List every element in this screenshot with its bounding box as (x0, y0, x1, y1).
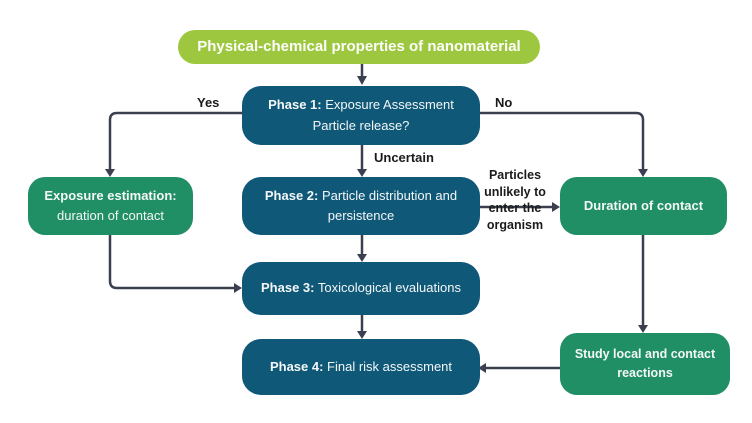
label-particles-unlikely: Particles unlikely to enter the organism (478, 167, 552, 233)
particles-line-1: Particles (488, 168, 542, 182)
duration-of-contact-text: Duration of contact (583, 197, 704, 213)
exposure-estimation-line2: duration of contact (57, 208, 164, 223)
label-no: No (495, 95, 513, 110)
node-phase1: Phase 1: Exposure Assessment Particle re… (242, 86, 480, 145)
study-local-line1: Study local and contact (574, 346, 716, 361)
arrow-left-phase4 (478, 363, 486, 373)
node-title: Physical-chemical properties of nanomate… (178, 30, 540, 64)
phase3-rest: Toxicological evaluations (314, 280, 461, 296)
phase2-rest: Particle distribution and (318, 187, 458, 203)
particles-line-2: unlikely to (484, 184, 546, 199)
node-study-local: Study local and contact reactions (560, 333, 730, 395)
study-local-line2: reactions (617, 366, 673, 380)
phase4-rest: Final risk assessment (323, 358, 453, 374)
node-exposure-estimation: Exposure estimation: duration of contact (28, 177, 193, 235)
edge-yes (108, 111, 242, 170)
exposure-estimation-line1: Exposure estimation: (44, 187, 177, 203)
arrow-down-phase4 (357, 331, 367, 339)
phase2-line2: persistence (327, 208, 395, 223)
arrow-right-duration (552, 202, 560, 212)
phase4-prefix: Phase 4: (269, 358, 324, 374)
phase3-prefix: Phase 3: (261, 280, 315, 296)
label-uncertain: Uncertain (374, 150, 434, 165)
phase2-prefix: Phase 2: (264, 187, 319, 203)
node-phase4: Phase 4: Final risk assessment (242, 339, 480, 395)
node-phase2: Phase 2: Particle distribution and persi… (242, 177, 480, 235)
phase1-line2: Particle release? (312, 117, 410, 133)
label-yes: Yes (197, 95, 220, 110)
particles-line-4: organism (486, 217, 544, 232)
edge-no (480, 111, 645, 170)
node-duration-of-contact: Duration of contact (560, 177, 727, 235)
arrow-right-phase3 (234, 283, 242, 293)
arrow-down-phase3 (357, 254, 367, 262)
edge-exposure-phase3 (108, 235, 234, 290)
arrow-down-study (638, 325, 648, 333)
arrow-down-exposure (105, 169, 115, 177)
arrow-down-duration (638, 169, 648, 177)
node-phase3: Phase 3: Toxicological evaluations (242, 262, 480, 315)
particles-line-3: enter the (488, 201, 542, 215)
title-text: Physical-chemical properties of nanomate… (197, 38, 521, 56)
arrow-down-phase2 (357, 169, 367, 177)
phase1-prefix: Phase 1: (268, 97, 322, 113)
phase1-rest: Exposure Assessment (321, 97, 454, 113)
arrow-down-phase1 (357, 76, 367, 85)
